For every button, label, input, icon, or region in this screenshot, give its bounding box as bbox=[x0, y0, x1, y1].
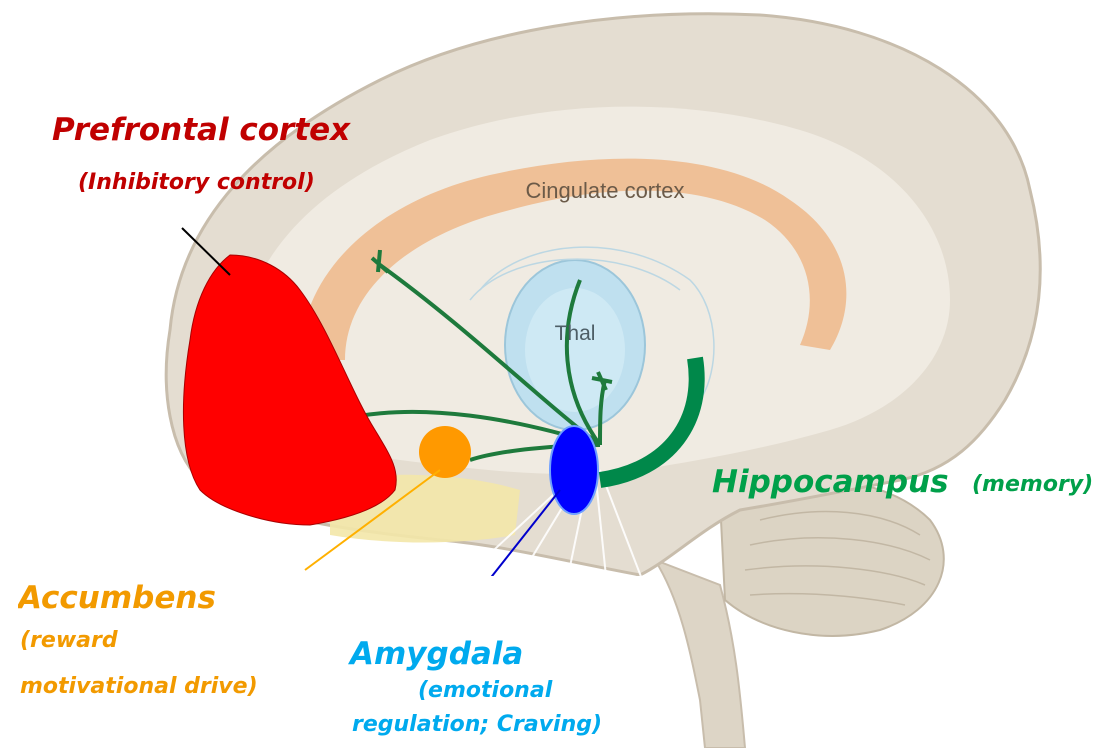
accumbens-note-line2: motivational drive) bbox=[20, 674, 258, 699]
prefrontal-note: (Inhibitory control) bbox=[78, 170, 315, 195]
thalamus-label: Thal bbox=[555, 322, 596, 345]
accumbens-note-line1: (reward bbox=[20, 628, 118, 653]
amygdala-title: Amygdala bbox=[350, 636, 523, 672]
prefrontal-title: Prefrontal cortex bbox=[52, 112, 350, 148]
amygdala-region bbox=[550, 426, 598, 514]
amygdala-note-line1: (emotional bbox=[418, 678, 552, 703]
accumbens-title: Accumbens bbox=[18, 580, 224, 616]
hippocampus-title: Hippocampus bbox=[712, 464, 949, 500]
cingulate-label: Cingulate cortex bbox=[526, 178, 685, 203]
amygdala-note-line2: regulation; Craving) bbox=[352, 712, 602, 737]
accumbens-region bbox=[419, 426, 471, 478]
hippocampus-note: (memory) bbox=[972, 472, 1093, 497]
